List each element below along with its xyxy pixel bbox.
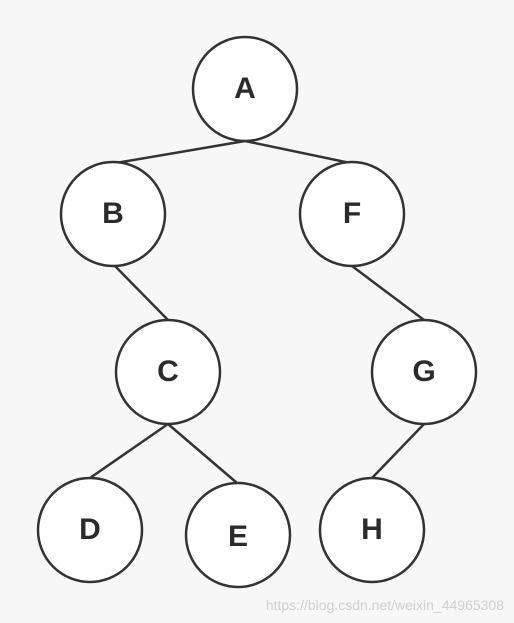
node-c: C xyxy=(114,318,222,426)
node-e: E xyxy=(184,481,292,589)
node-label-d: D xyxy=(79,513,101,546)
node-label-f: F xyxy=(343,197,361,230)
edge-c-d xyxy=(89,422,169,480)
edge-a-f xyxy=(244,139,356,166)
edge-a-b xyxy=(109,139,246,166)
node-g: G xyxy=(370,318,478,426)
node-h: H xyxy=(318,476,426,584)
node-d: D xyxy=(36,476,144,584)
edge-c-e xyxy=(167,423,238,484)
node-label-g: G xyxy=(412,355,435,388)
node-label-e: E xyxy=(228,520,248,553)
edge-g-h xyxy=(371,423,425,479)
watermark-url: https://blog.csdn.net/weixin_44965308 xyxy=(265,597,504,613)
edge-b-c xyxy=(114,265,169,321)
node-label-a: A xyxy=(234,72,256,105)
node-b: B xyxy=(59,160,167,268)
node-label-c: C xyxy=(157,355,179,388)
node-f: F xyxy=(298,160,406,268)
tree-edges xyxy=(89,139,425,484)
node-label-b: B xyxy=(102,197,124,230)
node-label-h: H xyxy=(361,513,383,546)
node-a: A xyxy=(191,35,299,143)
edge-f-g xyxy=(351,265,425,321)
